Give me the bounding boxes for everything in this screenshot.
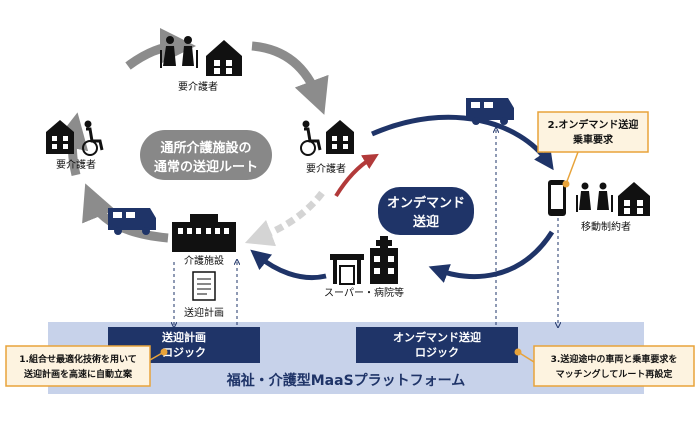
hospital-icon xyxy=(370,236,398,284)
van-icon xyxy=(466,98,514,125)
callout-1-line2: 送迎計画を高速に自動立案 xyxy=(23,368,133,380)
route-label-box xyxy=(140,130,272,180)
route-arrow-top-left xyxy=(125,28,196,70)
elderly-couple-icon xyxy=(160,36,198,68)
callout-2-dot xyxy=(562,180,570,188)
ondemand-label-line2: 送迎 xyxy=(412,214,439,230)
route-arrow-top-right xyxy=(251,41,329,115)
wheelchair-icon xyxy=(82,120,104,156)
house-icon xyxy=(618,182,650,216)
elderly-couple-icon xyxy=(576,182,613,212)
callout-2-line1: 2.オンデマンド送迎 xyxy=(548,118,639,131)
callout-3-line2: マッチングしてルート再設定 xyxy=(556,368,674,380)
mobility-label: 移動制約者 xyxy=(581,220,631,233)
top-care-label: 要介護者 xyxy=(178,80,218,93)
mid-care-label: 要介護者 xyxy=(306,162,346,175)
callout-2-leader xyxy=(565,151,579,185)
logic-right-line1: オンデマンド送迎 xyxy=(393,330,481,344)
house-icon xyxy=(206,40,242,76)
ondemand-label-box xyxy=(378,187,474,235)
route-label-line1: 通所介護施設の xyxy=(160,140,251,156)
callout-2-line2: 乗車要求 xyxy=(572,133,614,146)
red-arrow xyxy=(334,153,379,198)
ondemand-arrow-bottom xyxy=(250,249,327,281)
store-icon xyxy=(330,254,364,285)
ondemand-label-line1: オンデマンド xyxy=(387,195,465,211)
callout-3-line1: 3.送迎途中の車両と乗車要求を xyxy=(551,353,678,365)
plan-label: 送迎計画 xyxy=(184,306,224,319)
logic-left-line2: ロジック xyxy=(162,346,206,359)
callout-3-dot xyxy=(514,348,522,356)
callout-3-box xyxy=(533,345,695,387)
callout-1-line1: 1.組合せ最適化技術を用いて xyxy=(19,353,136,365)
smartphone-icon xyxy=(548,180,566,216)
ondemand-arrow-top xyxy=(371,114,554,171)
document-icon xyxy=(192,271,216,301)
house-icon xyxy=(326,120,354,154)
facility-building-icon xyxy=(172,214,236,252)
logic-left-line1: 送迎計画 xyxy=(161,330,206,344)
house-icon xyxy=(46,120,74,154)
store-label: スーパー・病院等 xyxy=(324,286,404,299)
van-icon xyxy=(108,208,156,235)
platform-title: 福祉・介護型MaaSプラットフォーム xyxy=(226,372,466,389)
route-label-line2: 通常の送迎ルート xyxy=(154,159,258,175)
callout-1-dot xyxy=(160,348,168,356)
facility-label: 介護施設 xyxy=(184,254,224,267)
wheelchair-icon xyxy=(300,120,322,156)
logic-right-box xyxy=(356,327,518,363)
callout-1-box xyxy=(5,345,151,387)
logic-right-line2: ロジック xyxy=(415,346,459,359)
left-care-label: 要介護者 xyxy=(56,158,96,171)
callout-2-box xyxy=(537,111,649,153)
ondemand-arrow-right xyxy=(428,230,555,283)
route-arrow-dashed xyxy=(244,190,325,247)
